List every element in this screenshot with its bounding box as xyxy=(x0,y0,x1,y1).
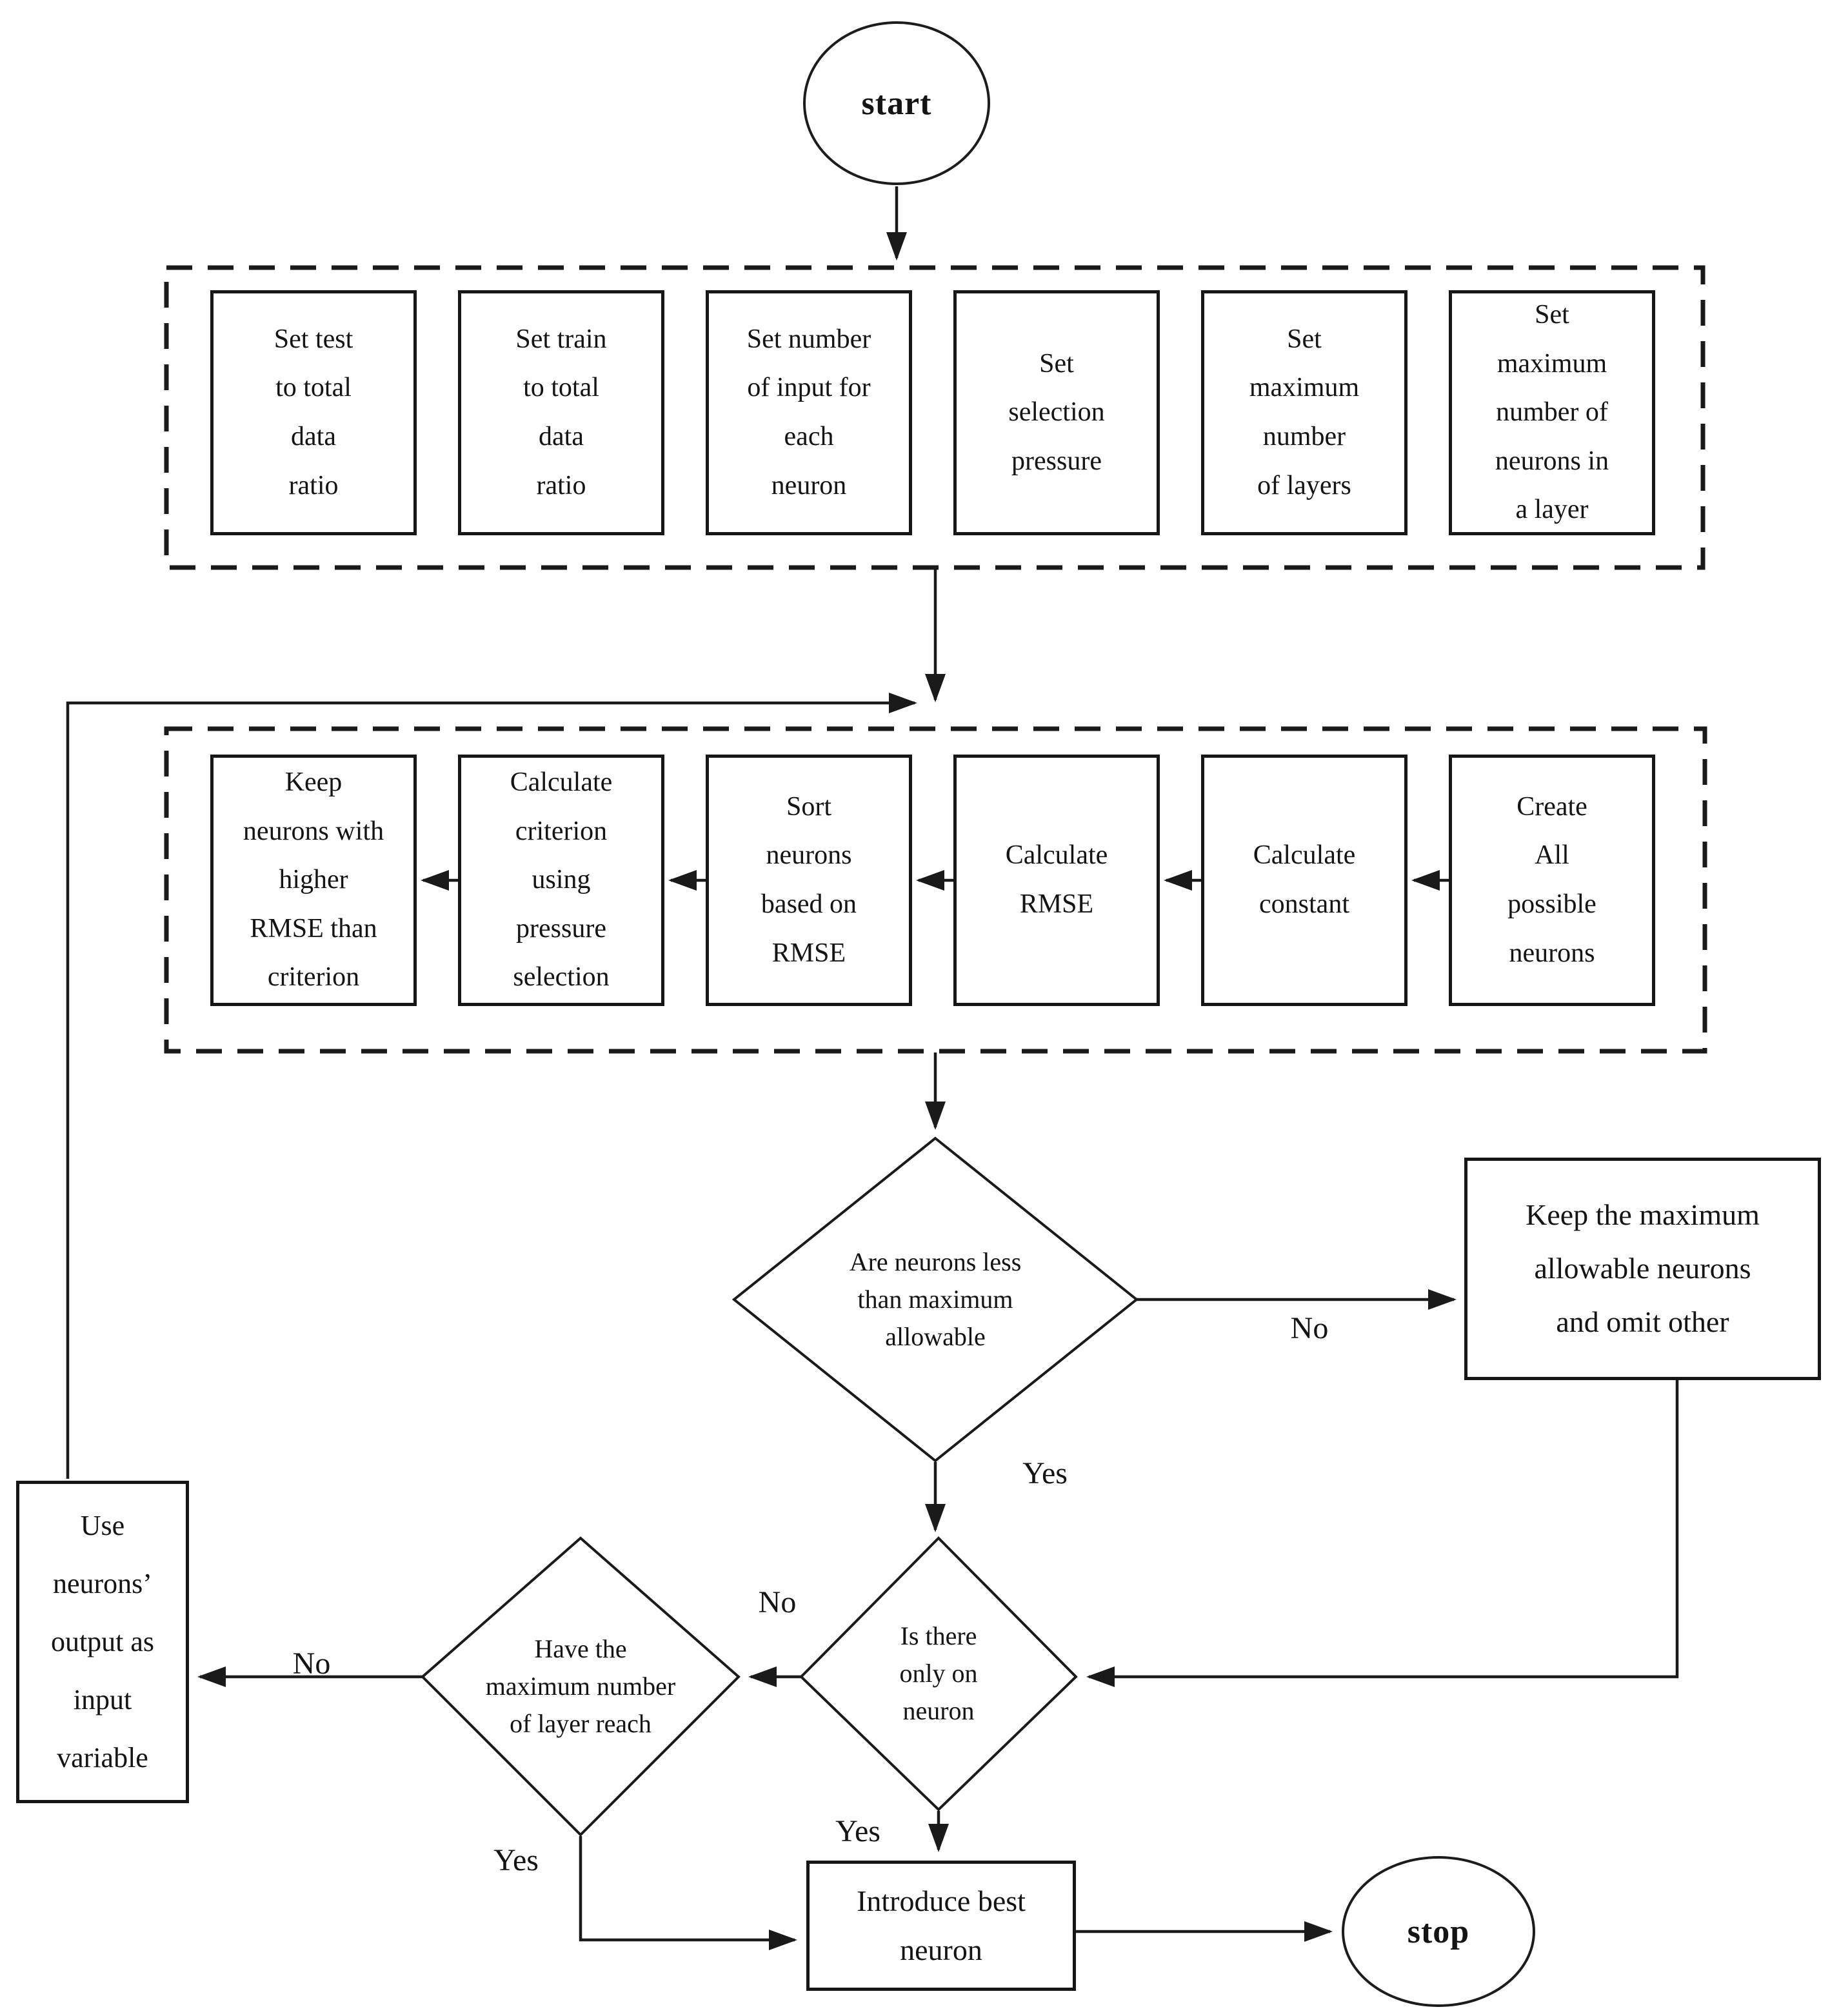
process-box-sort-neurons: Sort neurons based on RMSE xyxy=(706,755,912,1006)
decision-only-one-neuron-diamond xyxy=(799,1536,1078,1812)
setup-box-train-ratio: Set train to total data ratio xyxy=(458,290,664,535)
decision3-yes-label: Yes xyxy=(493,1843,539,1877)
connector-decision3-yes-to-introduce xyxy=(579,1836,797,1950)
setup-box-max-layers: Set maximum number of layers xyxy=(1201,290,1407,535)
decision-neurons-less-label: Are neurons less than maximum allowable xyxy=(849,1247,1022,1351)
decision1-no-label: No xyxy=(1290,1311,1329,1345)
setup-group-frame xyxy=(164,265,1706,570)
connector-loopback-to-process xyxy=(66,693,917,1479)
decision-neurons-less-diamond xyxy=(731,1136,1139,1463)
decision-max-layers-label: Have the maximum number of layer reach xyxy=(485,1634,676,1738)
decision2-no-label: No xyxy=(758,1585,797,1619)
start-terminal: start xyxy=(803,21,990,185)
setup-box-selection-pressure: Set selection pressure xyxy=(953,290,1160,535)
connector-keepmax-to-decision2 xyxy=(1086,1380,1679,1687)
decision-max-layers-diamond xyxy=(421,1536,741,1837)
decision1-yes-label: Yes xyxy=(1022,1456,1068,1490)
decision-only-one-neuron-label: Is there only on neuron xyxy=(899,1621,978,1725)
process-box-calc-constant: Calculate constant xyxy=(1201,755,1407,1006)
setup-box-inputs-per-neuron: Set number of input for each neuron xyxy=(706,290,912,535)
process-group-frame xyxy=(164,726,1707,1054)
decision2-yes-label: Yes xyxy=(835,1814,880,1848)
introduce-best-neuron-box: Introduce best neuron xyxy=(806,1861,1076,1991)
process-box-calc-rmse: Calculate RMSE xyxy=(953,755,1160,1006)
process-box-calc-criterion: Calculate criterion using pressure selec… xyxy=(458,755,664,1006)
process-box-keep-neurons: Keep neurons with higher RMSE than crite… xyxy=(210,755,417,1006)
decision3-no-label: No xyxy=(292,1646,331,1681)
setup-box-max-neurons: Set maximum number of neurons in a layer xyxy=(1449,290,1655,535)
keep-max-allowable-box: Keep the maximum allowable neurons and o… xyxy=(1464,1158,1821,1380)
use-neurons-output-box: Use neurons’ output as input variable xyxy=(16,1481,189,1803)
stop-terminal: stop xyxy=(1342,1856,1535,2007)
process-box-create-neurons: Create All possible neurons xyxy=(1449,755,1655,1006)
setup-box-test-ratio: Set test to total data ratio xyxy=(210,290,417,535)
